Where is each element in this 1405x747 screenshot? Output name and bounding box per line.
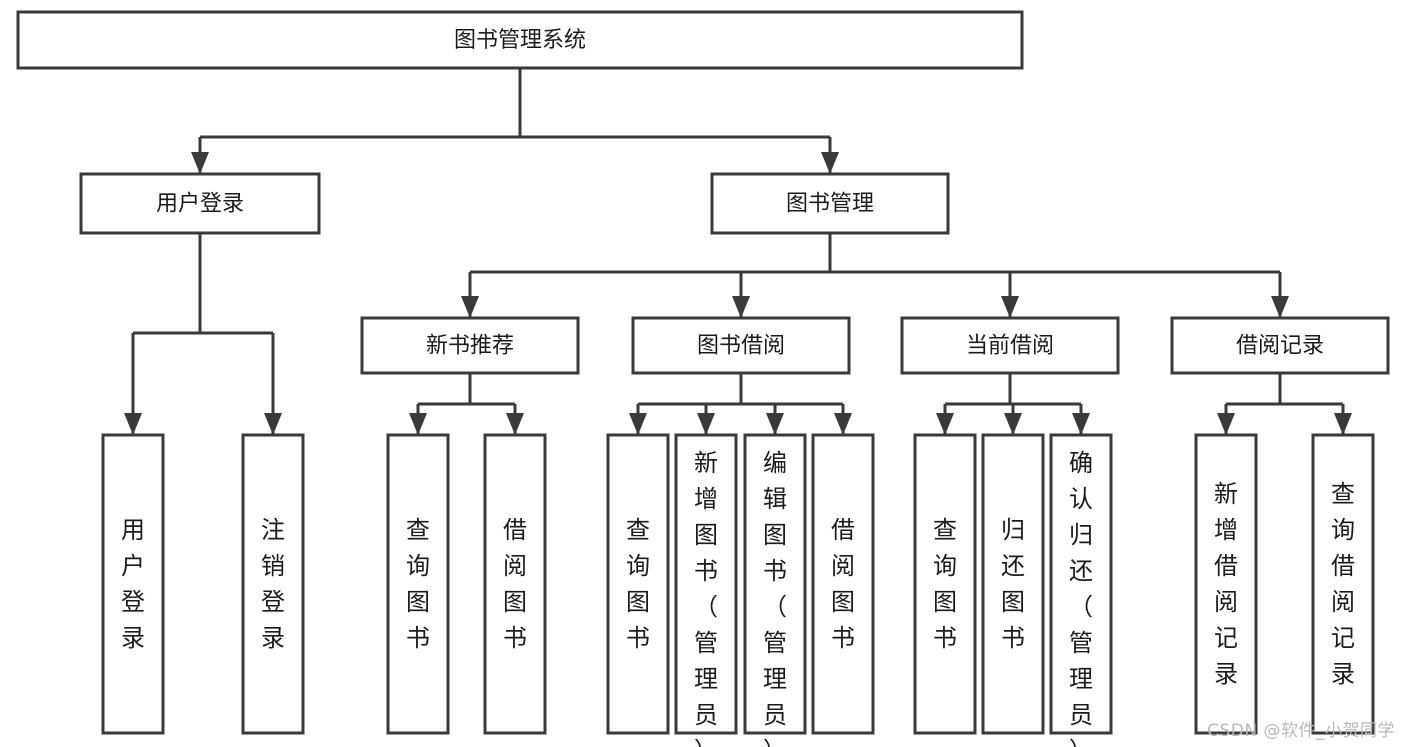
node-leaf-return-book[interactable]: 归还图书 (981, 433, 1045, 735)
node-leaf-user-logout[interactable]: 注销登录 (241, 433, 305, 735)
arrow-head (506, 413, 524, 435)
connectors-layer (124, 68, 1352, 435)
arrow-head (461, 296, 479, 318)
node-leaf-edit-book-rect[interactable] (743, 433, 807, 735)
arrow-head (629, 413, 647, 435)
node-leaf-confirm-return-label: 确认归还（管理员） (1069, 449, 1093, 747)
arrow-head (191, 152, 209, 174)
node-leaf-edit-book-label: 编辑图书（管理员） (763, 449, 787, 747)
node-borrow-record-label: 借阅记录 (1236, 334, 1324, 359)
node-leaf-borrow-book-2-rect[interactable] (811, 433, 875, 735)
node-root-rect[interactable] (16, 10, 1024, 70)
arrow-head (264, 413, 282, 435)
arrow-head (1004, 413, 1022, 435)
node-current-borrow-label: 当前借阅 (966, 334, 1054, 359)
node-leaf-add-record[interactable]: 新增借阅记录 (1194, 433, 1258, 735)
node-root[interactable]: 图书管理系统 (16, 10, 1024, 70)
arrow-head (732, 296, 750, 318)
node-current-borrow[interactable]: 当前借阅 (900, 316, 1120, 375)
node-new-book-recommend-rect[interactable] (360, 316, 580, 375)
node-leaf-add-record-label: 新增借阅记录 (1214, 480, 1238, 688)
node-current-borrow-rect[interactable] (900, 316, 1120, 375)
node-root-label: 图书管理系统 (454, 28, 586, 53)
node-leaf-query-book-3[interactable]: 查询图书 (913, 433, 977, 735)
node-leaf-query-book-3-label: 查询图书 (933, 516, 957, 652)
node-leaf-add-book-label: 新增图书（管理员） (694, 449, 718, 747)
node-leaf-add-book[interactable]: 新增图书（管理员） (674, 433, 738, 747)
node-leaf-user-login-rect[interactable] (101, 433, 165, 735)
node-book-manage-label: 图书管理 (786, 192, 874, 217)
node-borrow-record[interactable]: 借阅记录 (1170, 316, 1390, 375)
node-leaf-query-book-1[interactable]: 查询图书 (386, 433, 450, 735)
node-leaf-query-record-rect[interactable] (1311, 433, 1375, 735)
node-book-borrow-rect[interactable] (631, 316, 851, 375)
arrow-head (834, 413, 852, 435)
node-book-manage-rect[interactable] (710, 172, 950, 235)
node-borrow-record-rect[interactable] (1170, 316, 1390, 375)
arrow-head (1271, 296, 1289, 318)
node-leaf-add-book-rect[interactable] (674, 433, 738, 735)
node-leaf-borrow-book-1[interactable]: 借阅图书 (483, 433, 547, 735)
node-new-book-recommend[interactable]: 新书推荐 (360, 316, 580, 375)
node-book-manage[interactable]: 图书管理 (710, 172, 950, 235)
node-new-book-recommend-label: 新书推荐 (426, 334, 514, 359)
node-leaf-query-book-2-rect[interactable] (606, 433, 670, 735)
node-leaf-edit-book[interactable]: 编辑图书（管理员） (743, 433, 807, 747)
node-user-login-rect[interactable] (79, 172, 321, 235)
boxes-layer: 图书管理系统用户登录图书管理新书推荐图书借阅当前借阅借阅记录用户登录注销登录查询… (16, 10, 1390, 747)
node-leaf-query-book-2-label: 查询图书 (626, 516, 650, 652)
node-book-borrow[interactable]: 图书借阅 (631, 316, 851, 375)
node-leaf-borrow-book-1-label: 借阅图书 (503, 516, 527, 652)
node-leaf-user-login[interactable]: 用户登录 (101, 433, 165, 735)
arrow-head (697, 413, 715, 435)
node-leaf-confirm-return-rect[interactable] (1049, 433, 1113, 735)
node-leaf-query-book-3-rect[interactable] (913, 433, 977, 735)
node-leaf-user-login-label: 用户登录 (121, 516, 145, 652)
arrow-head (124, 413, 142, 435)
node-leaf-return-book-rect[interactable] (981, 433, 1045, 735)
node-leaf-user-logout-rect[interactable] (241, 433, 305, 735)
node-leaf-query-book-2[interactable]: 查询图书 (606, 433, 670, 735)
node-leaf-query-record[interactable]: 查询借阅记录 (1311, 433, 1375, 735)
node-leaf-borrow-book-2-label: 借阅图书 (831, 516, 855, 652)
arrow-head (1334, 413, 1352, 435)
node-leaf-query-book-1-label: 查询图书 (406, 516, 430, 652)
arrow-head (766, 413, 784, 435)
arrow-head (1001, 296, 1019, 318)
node-leaf-query-record-label: 查询借阅记录 (1331, 480, 1355, 688)
node-leaf-confirm-return[interactable]: 确认归还（管理员） (1049, 433, 1113, 747)
arrow-head (409, 413, 427, 435)
node-leaf-borrow-book-2[interactable]: 借阅图书 (811, 433, 875, 735)
arrow-head (936, 413, 954, 435)
arrow-head (821, 152, 839, 174)
arrow-head (1072, 413, 1090, 435)
node-leaf-borrow-book-1-rect[interactable] (483, 433, 547, 735)
node-leaf-user-logout-label: 注销登录 (261, 516, 285, 652)
node-leaf-add-record-rect[interactable] (1194, 433, 1258, 735)
node-leaf-query-book-1-rect[interactable] (386, 433, 450, 735)
node-user-login[interactable]: 用户登录 (79, 172, 321, 235)
node-user-login-label: 用户登录 (156, 192, 244, 217)
arrow-head (1217, 413, 1235, 435)
node-leaf-return-book-label: 归还图书 (1001, 516, 1025, 652)
node-book-borrow-label: 图书借阅 (697, 334, 785, 359)
